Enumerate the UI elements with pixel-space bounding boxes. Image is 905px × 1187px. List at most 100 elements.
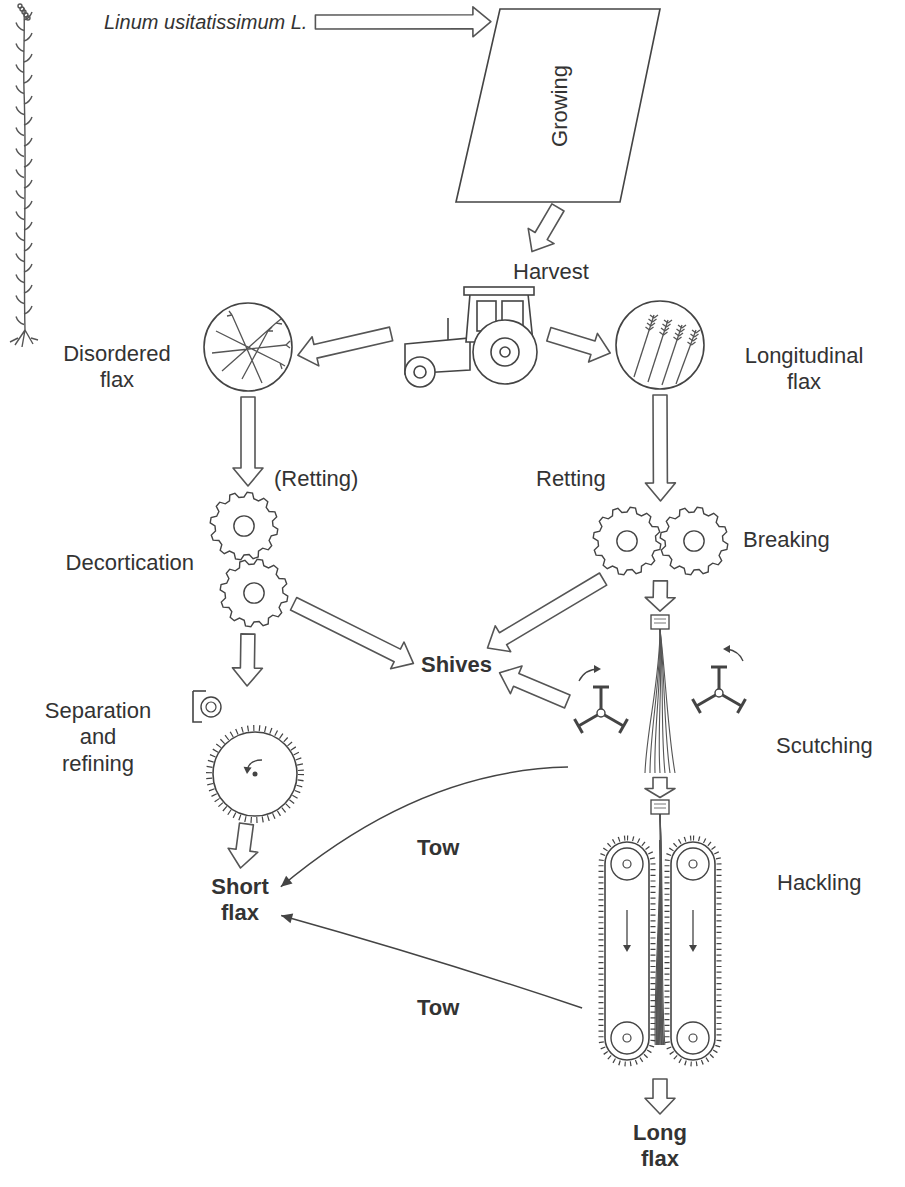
leaf	[16, 44, 24, 52]
flow-arrow	[528, 204, 564, 252]
process-box: Growing	[455, 8, 665, 204]
block-arrow	[291, 598, 414, 669]
plant-name: Linum usitatissimum L.	[100, 8, 311, 36]
flow-arrow	[500, 666, 570, 708]
block-arrow	[228, 823, 258, 868]
node-label: Hackling	[777, 870, 861, 896]
block-arrow	[645, 778, 675, 798]
node-label: Disordered flax	[52, 341, 182, 394]
leaf	[16, 233, 24, 241]
flow-arrow	[488, 573, 607, 652]
leaf	[16, 128, 24, 136]
product-label: Shives	[417, 650, 496, 680]
leaf	[24, 285, 32, 293]
leaf	[16, 23, 24, 31]
leaf	[24, 138, 32, 146]
leaf	[16, 170, 24, 178]
flow-arrow	[645, 581, 675, 612]
flow-arrow	[298, 327, 393, 366]
edge-label: (Retting)	[272, 466, 360, 492]
node-label: Shives	[421, 652, 492, 678]
edge-label: Tow	[415, 995, 461, 1021]
tow-line	[281, 767, 568, 887]
leaf	[24, 201, 32, 209]
flax-plant	[10, 4, 38, 347]
leaf	[24, 96, 32, 104]
node-label: Decortication	[24, 550, 194, 576]
leaf	[24, 180, 32, 188]
leaf	[24, 54, 32, 62]
machine-step: Hackling	[585, 800, 735, 1075]
leaf	[24, 12, 32, 20]
leaf	[16, 191, 24, 199]
node-label: Longitudinal flax	[734, 343, 874, 396]
flax-circle: Disordered flax	[202, 301, 294, 393]
tow-arrow	[281, 767, 568, 887]
leaf	[24, 75, 32, 83]
leaf	[16, 107, 24, 115]
flow-arrow	[547, 328, 610, 363]
flow-arrow	[291, 598, 414, 669]
gear-pair	[206, 490, 290, 630]
leaf	[16, 317, 24, 325]
hackling-machine	[585, 800, 735, 1075]
block-arrow	[488, 573, 607, 652]
flow-arrow	[645, 778, 675, 798]
node-label: Harvest	[513, 259, 589, 285]
block-arrow	[315, 7, 491, 37]
leaf	[24, 33, 32, 41]
block-arrow	[645, 1079, 675, 1114]
block-arrow	[232, 634, 262, 686]
flax-circle: Longitudinal flax	[614, 299, 706, 391]
machine-step: Separation and refining	[192, 690, 302, 820]
leaf	[24, 306, 32, 314]
leaf	[16, 65, 24, 73]
block-arrow	[645, 581, 675, 612]
node-label: Short flax	[206, 874, 274, 927]
block-arrow	[645, 395, 675, 501]
block-arrow	[298, 327, 393, 366]
block-arrow	[547, 328, 610, 363]
node-label: Growing	[547, 65, 573, 147]
node-label: Long flax	[626, 1120, 694, 1173]
node-label: Linum usitatissimum L.	[104, 10, 307, 34]
flow-arrow	[233, 397, 263, 486]
block-arrow	[528, 204, 564, 252]
leaf	[16, 275, 24, 283]
arrowhead	[281, 876, 293, 887]
harvest-step: Harvest	[395, 255, 545, 385]
flow-arrow	[315, 7, 491, 37]
leaf	[24, 264, 32, 272]
flow-arrow	[228, 823, 258, 868]
scutching-machine	[571, 615, 749, 775]
separation-machine	[192, 690, 302, 820]
leaf	[16, 86, 24, 94]
block-arrow	[233, 397, 263, 486]
arrowhead	[281, 914, 293, 924]
leaf	[24, 159, 32, 167]
leaf	[16, 212, 24, 220]
node-label: Breaking	[743, 527, 830, 553]
flax-circle	[202, 301, 294, 393]
gear-step: Decortication	[206, 490, 290, 630]
leaf	[24, 222, 32, 230]
leaf	[16, 296, 24, 304]
tow-arrow	[281, 914, 582, 1008]
block-arrow	[500, 666, 570, 708]
node-label: Separation and refining	[42, 698, 154, 777]
tractor	[405, 287, 537, 387]
edge-label: Retting	[534, 466, 608, 492]
gear-step: Breaking	[593, 505, 728, 577]
edge-label: Tow	[415, 835, 461, 861]
flow-arrow	[232, 634, 262, 686]
product-label: Long flax	[622, 1118, 698, 1175]
flow-arrow	[645, 395, 675, 501]
machine-step: Scutching	[571, 615, 749, 775]
node-label: Scutching	[776, 733, 873, 759]
leaf	[24, 243, 32, 251]
gear-pair	[593, 505, 728, 577]
leaf	[16, 254, 24, 262]
leaf	[24, 117, 32, 125]
product-label: Short flax	[202, 872, 278, 929]
